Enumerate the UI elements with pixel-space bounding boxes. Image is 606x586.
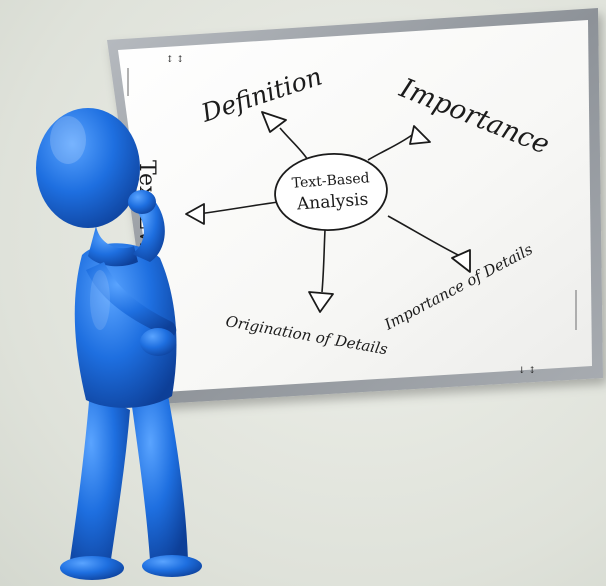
line-importance-details xyxy=(387,215,461,257)
corner-mark-bottom-right: ↓ ↕ xyxy=(518,366,536,376)
connector-lines xyxy=(197,127,461,293)
arrowhead-importance-details xyxy=(451,249,471,273)
line-importance xyxy=(367,134,413,161)
figure-head xyxy=(36,108,140,228)
arrowhead-importance xyxy=(409,125,431,145)
figure-head-highlight xyxy=(50,116,86,164)
figure-foot-right xyxy=(142,555,202,577)
line-text-evidence xyxy=(197,201,279,215)
figure-hand xyxy=(128,190,156,214)
center-node xyxy=(274,152,388,232)
thinking-figure xyxy=(36,108,202,580)
figure-arm-crossed xyxy=(86,262,177,337)
arrowheads xyxy=(185,111,471,313)
figure-foot-left xyxy=(60,556,124,580)
arrowhead-definition xyxy=(261,111,287,133)
figure-torso-highlight xyxy=(90,270,110,330)
figure-leg-left xyxy=(70,390,130,566)
figure-neck xyxy=(88,226,138,267)
line-definition xyxy=(279,127,309,161)
figure-leg-right xyxy=(130,392,188,560)
arrowhead-text-evidence xyxy=(185,203,205,225)
corner-mark-top-left: ↕ ↕ xyxy=(166,55,184,65)
figure-elbow xyxy=(140,328,176,356)
center-label-line1: Text-Based xyxy=(291,170,370,191)
arrowhead-origination xyxy=(308,291,334,313)
line-origination xyxy=(321,229,326,293)
